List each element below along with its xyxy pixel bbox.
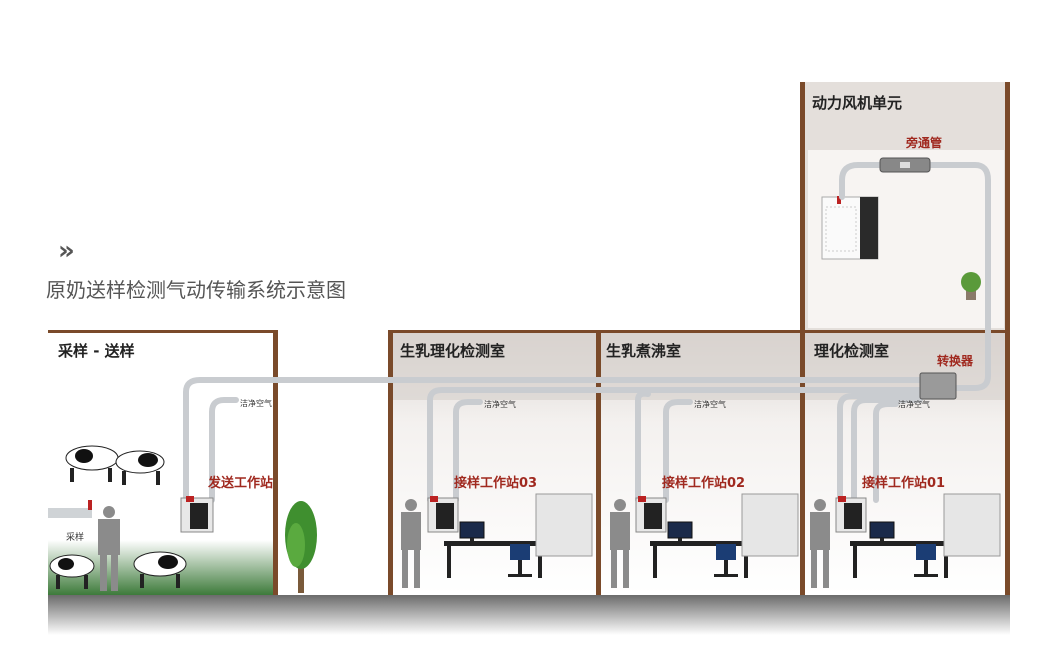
ground [48, 595, 1010, 635]
clean-air-label-03: 洁净空气 [484, 400, 516, 409]
room-label-lab01: 理化检测室 [814, 342, 890, 360]
recv-station-03-unit [427, 496, 459, 533]
switcher [919, 372, 957, 400]
sampling-pipe [48, 508, 92, 518]
diagram-title: 原奶送样检测气动传输系统示意图 [46, 278, 346, 302]
bypass-label: 旁通管 [906, 136, 943, 150]
plant [961, 272, 981, 292]
cows [49, 445, 187, 589]
send-station-label: 发送工作站 [208, 476, 274, 491]
chevron-icon: » [58, 236, 75, 266]
recv-station-02-label: 接样工作站02 [662, 476, 746, 491]
room-label-blower: 动力风机单元 [812, 94, 903, 112]
recv-station-03-label: 接样工作站03 [454, 476, 538, 491]
recv-station-01-label: 接样工作站01 [862, 476, 946, 491]
clean-air-label-02: 洁净空气 [694, 400, 726, 409]
switcher-label: 转换器 [937, 354, 974, 368]
room-label-boiling: 生乳煮沸室 [606, 342, 682, 360]
clean-air-label-01: 洁净空气 [898, 400, 930, 409]
room-label-sampling: 采样 - 送样 [58, 342, 135, 360]
sampling-point-label: 采样 [66, 533, 85, 543]
room-label-lab03: 生乳理化检测室 [400, 342, 506, 360]
clean-air-label-send: 洁净空气 [240, 399, 272, 408]
